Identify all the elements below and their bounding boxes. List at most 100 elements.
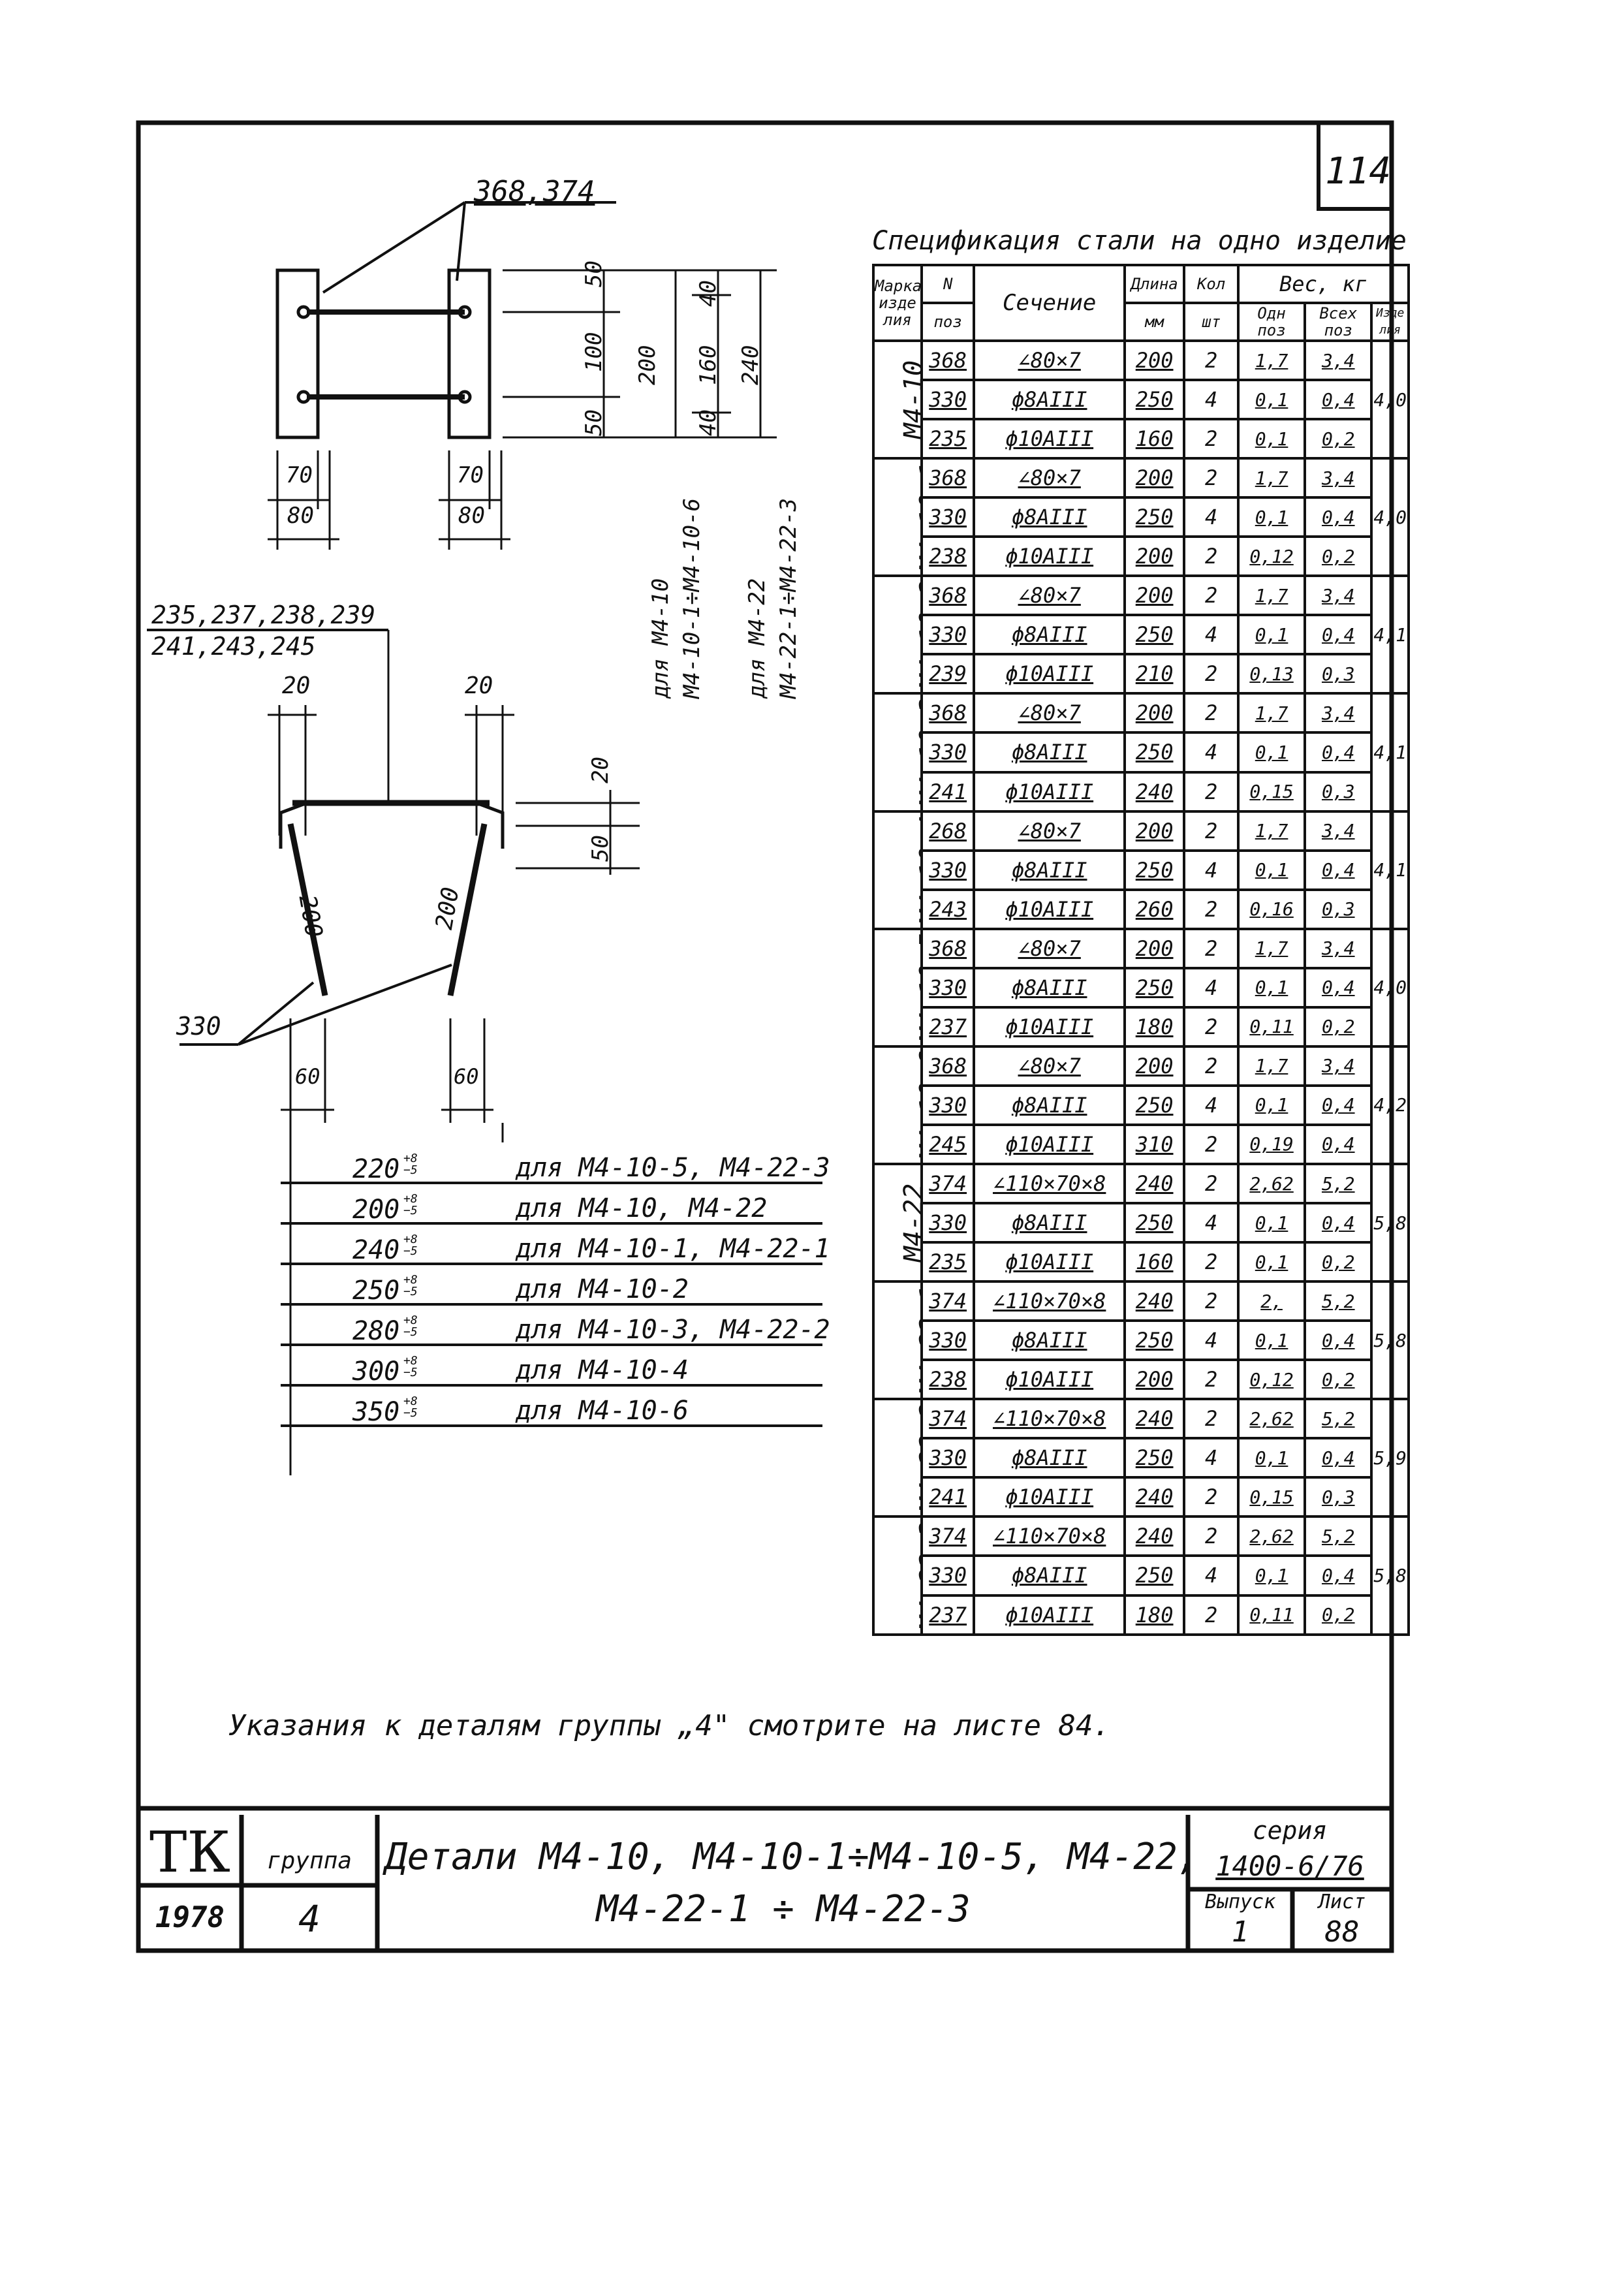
header-weight: Вес, кг <box>1236 264 1411 304</box>
spec-section: ϕ10АIII <box>973 535 1126 578</box>
spec-length: 250 <box>1123 614 1186 656</box>
spec-qty: 2 <box>1183 1162 1240 1205</box>
spec-pos: 368 <box>920 927 976 969</box>
spec-weight-one: 1,7 <box>1236 809 1307 852</box>
spec-weight-one: 2,62 <box>1236 1398 1307 1440</box>
spec-length: 180 <box>1123 1005 1186 1048</box>
width-dimension-line <box>281 1424 822 1427</box>
header-length: Длина <box>1123 264 1186 304</box>
group-label: группа <box>266 1847 352 1874</box>
width-tolerance: +8 −5 <box>403 1313 418 1339</box>
spec-weight-one: 2, <box>1236 1280 1307 1323</box>
right-angle-plate <box>447 268 492 439</box>
spec-weight-all: 0,4 <box>1304 731 1373 774</box>
width-dimension-line <box>281 1182 822 1184</box>
header-mark: Марка изде лия <box>872 264 923 342</box>
spec-weight-one: 1,7 <box>1236 457 1307 499</box>
spec-pos: 330 <box>920 1554 976 1597</box>
dim-70-left: 70 <box>286 462 313 488</box>
spec-weight-one: 1,7 <box>1236 339 1307 382</box>
spec-length: 250 <box>1123 1554 1186 1597</box>
spec-mark: М4-22-1 <box>872 1280 923 1401</box>
spec-length: 250 <box>1123 1202 1186 1244</box>
spec-length: 160 <box>1123 418 1186 460</box>
spec-section: ϕ8АIII <box>973 731 1126 774</box>
spec-section: ϕ10АIII <box>973 770 1126 813</box>
spec-mark-label: М4-10-2 <box>914 580 922 690</box>
spec-mark-label: М4-10-5 <box>914 932 922 1043</box>
spec-section: ∠80×7 <box>973 457 1126 499</box>
label-for-m4-22-range: М4-22-1÷М4-22-3 <box>775 497 802 699</box>
spec-length: 240 <box>1123 1515 1186 1558</box>
dim-200: 200 <box>634 345 661 385</box>
spec-length: 200 <box>1123 927 1186 969</box>
spec-length: 200 <box>1123 574 1186 617</box>
spec-weight-all: 0,3 <box>1304 653 1373 695</box>
spec-length: 160 <box>1123 1241 1186 1283</box>
spec-section: ϕ8АIII <box>973 966 1126 1009</box>
spec-mark-label: М4-10-4 <box>914 815 922 925</box>
spec-length: 250 <box>1123 966 1186 1009</box>
spec-weight-one: 0,15 <box>1236 1476 1307 1518</box>
spec-pos: 368 <box>920 339 976 382</box>
spec-length: 180 <box>1123 1594 1186 1636</box>
spec-weight-one: 0,16 <box>1236 888 1307 930</box>
spec-mark-label: М4-10 <box>899 360 922 439</box>
spec-mark: М4-10-3 <box>872 692 923 813</box>
callout-positions-line2: 241,243,245 <box>151 632 316 661</box>
spec-pos: 238 <box>920 1359 976 1401</box>
label-for-m4-10-range: М4-10-1÷М4-10-6 <box>679 497 705 699</box>
spec-section: ∠80×7 <box>973 692 1126 734</box>
callout-330: 330 <box>176 1012 221 1041</box>
tk-logo: ТК <box>149 1820 230 1885</box>
spec-weight-item: 5,8 <box>1370 1515 1410 1636</box>
header-weight-all: Всех поз <box>1304 302 1373 342</box>
spec-weight-item: 4,0 <box>1370 927 1410 1048</box>
spec-length: 200 <box>1123 457 1186 499</box>
spec-weight-all: 3,4 <box>1304 927 1373 969</box>
dim-70-right: 70 <box>457 462 484 488</box>
issue-value: 1 <box>1231 1915 1249 1949</box>
dim-50-bottom: 50 <box>581 409 607 436</box>
spec-pos: 374 <box>920 1162 976 1205</box>
spec-length: 250 <box>1123 849 1186 891</box>
spec-qty: 2 <box>1183 692 1240 734</box>
page-number-box <box>1317 121 1394 211</box>
spec-weight-one: 0,1 <box>1236 1241 1307 1283</box>
width-applies-to: для М4-10-2 <box>516 1274 689 1304</box>
spec-length: 240 <box>1123 1476 1186 1518</box>
spec-length: 240 <box>1123 1162 1186 1205</box>
width-applies-to: для М4-10-5, М4-22-3 <box>516 1153 830 1183</box>
spec-mark-label: М4-10-1 <box>914 462 922 573</box>
spec-section: ϕ8АIII <box>973 379 1126 421</box>
drawing-title-line2: М4-22-1 ÷ М4-22-3 <box>596 1888 971 1930</box>
spec-qty: 2 <box>1183 418 1240 460</box>
spec-length: 250 <box>1123 1437 1186 1479</box>
width-tolerance: +8 −5 <box>403 1354 418 1379</box>
spec-qty: 2 <box>1183 1280 1240 1323</box>
spec-section: ∠80×7 <box>973 574 1126 617</box>
spec-pos: 330 <box>920 614 976 656</box>
spec-weight-one: 0,1 <box>1236 1319 1307 1362</box>
spec-length: 250 <box>1123 379 1186 421</box>
page-number: 114 <box>1325 150 1392 193</box>
spec-weight-all: 0,4 <box>1304 1437 1373 1479</box>
spec-qty: 2 <box>1183 574 1240 617</box>
width-tolerance: +8 −5 <box>403 1192 418 1218</box>
spec-pos: 374 <box>920 1398 976 1440</box>
spec-weight-all: 5,2 <box>1304 1162 1373 1205</box>
spec-pos: 238 <box>920 535 976 578</box>
spec-weight-one: 0,1 <box>1236 614 1307 656</box>
width-tolerance: +8 −5 <box>403 1233 418 1258</box>
width-applies-to: для М4-10-3, М4-22-2 <box>516 1315 830 1345</box>
header-section: Сечение <box>973 264 1126 342</box>
spec-section: ∠110×70×8 <box>973 1280 1126 1323</box>
